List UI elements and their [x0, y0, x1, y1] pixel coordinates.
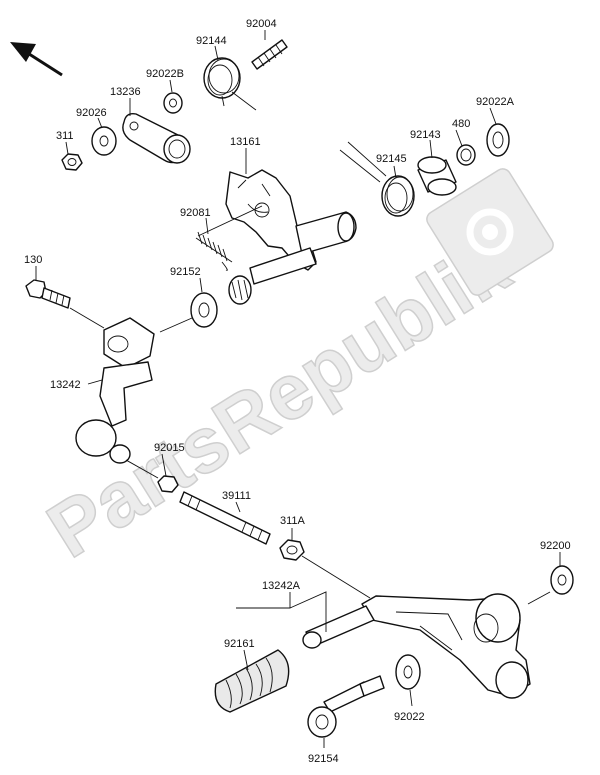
part-92144 — [203, 57, 257, 111]
label-92144: 92144 — [196, 35, 227, 47]
part-92145 — [339, 141, 415, 217]
part-13242A — [302, 593, 531, 699]
label-92154: 92154 — [308, 753, 339, 765]
part-130 — [25, 279, 71, 309]
part-92015 — [157, 475, 179, 493]
label-92022B: 92022B — [146, 68, 184, 80]
part-311A — [279, 539, 305, 561]
label-13242: 13242 — [50, 379, 81, 391]
label-92004: 92004 — [246, 18, 277, 30]
part-92022 — [395, 654, 421, 690]
part-92143 — [417, 156, 457, 196]
label-92081: 92081 — [180, 207, 211, 219]
label-311A: 311A — [280, 515, 306, 527]
gear-icon — [426, 168, 554, 296]
part-480 — [456, 144, 476, 166]
part-92022B — [163, 92, 183, 114]
label-13242A: 13242A — [262, 580, 301, 592]
label-311: 311 — [56, 130, 74, 142]
arrow-up-left-icon — [10, 42, 63, 77]
label-92026: 92026 — [76, 107, 107, 119]
label-92152: 92152 — [170, 266, 201, 278]
part-92026 — [91, 126, 117, 156]
part-39111 — [179, 491, 271, 545]
label-92015: 92015 — [154, 442, 185, 454]
part-92081 — [195, 231, 233, 271]
label-92200: 92200 — [540, 540, 571, 552]
part-92004 — [251, 39, 288, 70]
part-92161 — [214, 649, 290, 713]
label-13161: 13161 — [230, 136, 261, 148]
part-13161 — [225, 169, 357, 305]
label-92161: 92161 — [224, 638, 255, 650]
part-labels: 92004 92144 92022B 13236 92026 311 13161… — [24, 18, 571, 765]
label-39111: 39111 — [222, 490, 251, 502]
label-130: 130 — [24, 254, 42, 266]
leader-lines — [35, 30, 561, 748]
part-92022A — [486, 123, 510, 157]
label-92022: 92022 — [394, 711, 425, 723]
label-92145: 92145 — [376, 153, 407, 165]
label-13236: 13236 — [110, 86, 141, 98]
label-92143: 92143 — [410, 129, 441, 141]
label-480: 480 — [452, 118, 470, 130]
part-92200 — [550, 565, 574, 595]
part-92152 — [190, 292, 218, 328]
label-92022A: 92022A — [476, 96, 515, 108]
part-13242 — [75, 317, 155, 464]
part-92154 — [307, 675, 385, 738]
part-13236 — [122, 112, 191, 164]
part-311 — [61, 153, 83, 171]
